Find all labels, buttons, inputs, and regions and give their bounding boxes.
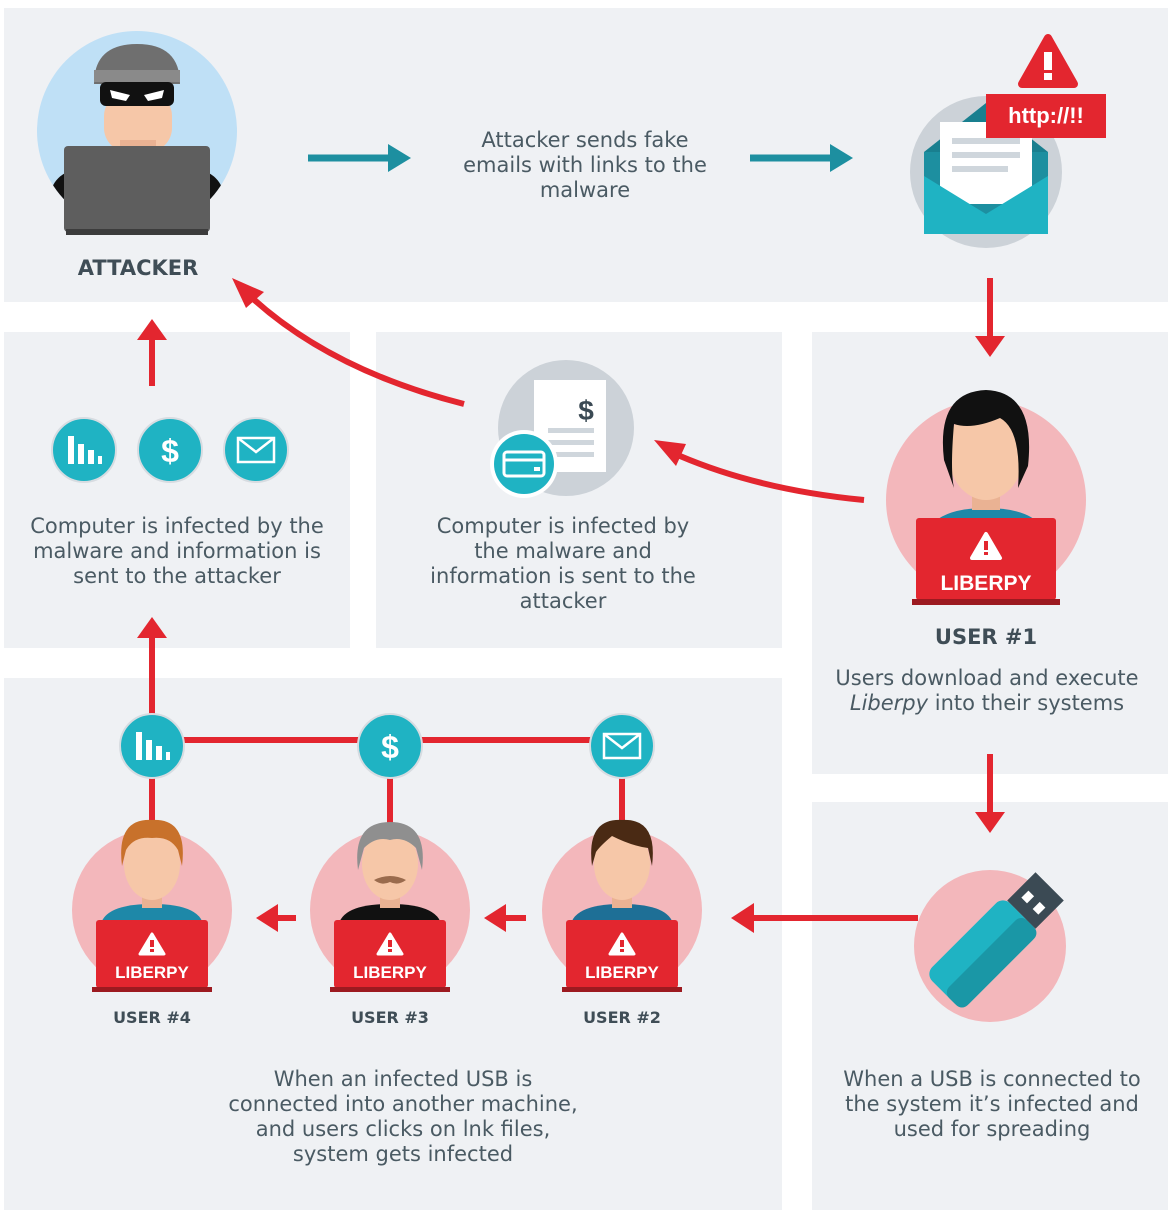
attacker-label: ATTACKER	[77, 256, 199, 280]
mail-icon	[223, 417, 289, 483]
svg-text:http://!!: http://!!	[1008, 103, 1084, 128]
step-usb-spread: When an infected USB is connected into a…	[228, 1067, 578, 1166]
dollar-icon: $	[357, 713, 423, 779]
svg-text:LIBERPY: LIBERPY	[115, 963, 189, 982]
user4-laptop: LIBERPY	[92, 920, 212, 992]
svg-text:$: $	[161, 433, 179, 469]
user1-label: USER #1	[934, 625, 1038, 649]
arrow-usb-to-user2	[731, 903, 918, 933]
credit-card-icon	[490, 430, 558, 498]
dollar-icon: $	[137, 417, 203, 483]
download-text-b: into their systems	[934, 691, 1125, 715]
user2-label: USER #2	[583, 1008, 661, 1027]
arrow-attacker-to-text	[308, 144, 411, 172]
arrow-text-to-email	[750, 144, 853, 172]
svg-text:LIBERPY: LIBERPY	[585, 963, 659, 982]
user3-label: USER #3	[351, 1008, 429, 1027]
svg-text:LIBERPY: LIBERPY	[940, 572, 1031, 595]
download-text-italic: Liberpy	[849, 691, 929, 715]
mail-icon	[589, 713, 655, 779]
panel-info-left	[4, 332, 350, 648]
arrow-user1-to-usb	[975, 754, 1005, 833]
user4-label: USER #4	[113, 1008, 191, 1027]
usb-drive-icon	[914, 870, 1066, 1022]
step-send-emails: Attacker sends fake emails with links to…	[463, 128, 707, 202]
download-text-a: Users download and execute	[835, 666, 1139, 690]
attacker-icon	[37, 31, 237, 235]
url-badge: http://!!	[986, 94, 1106, 138]
arrow-email-to-user1	[975, 278, 1005, 357]
svg-text:$: $	[578, 395, 594, 426]
chart-icon	[119, 713, 185, 779]
user2-laptop: LIBERPY	[562, 920, 682, 992]
step-download-execute: Users download and execute Liberpy into …	[826, 666, 1148, 716]
step-info-left: Computer is infected by the malware and …	[30, 514, 324, 588]
step-usb-connected: When a USB is connected to the system it…	[843, 1067, 1141, 1141]
user3-laptop: LIBERPY	[330, 920, 450, 992]
arrow-user3-to-user4	[256, 904, 296, 932]
user1-laptop: LIBERPY	[912, 518, 1060, 605]
chart-icon	[51, 417, 117, 483]
warning-icon	[1018, 34, 1078, 88]
arrow-left-to-attacker	[137, 319, 167, 386]
arrow-user1-to-mid	[654, 440, 865, 503]
arrow-mid-to-attacker	[232, 278, 465, 407]
svg-text:$: $	[381, 729, 399, 765]
arrow-user2-to-user3	[484, 904, 526, 932]
step-info-mid: Computer is infected by the malware and …	[430, 514, 696, 613]
svg-text:LIBERPY: LIBERPY	[353, 963, 427, 982]
